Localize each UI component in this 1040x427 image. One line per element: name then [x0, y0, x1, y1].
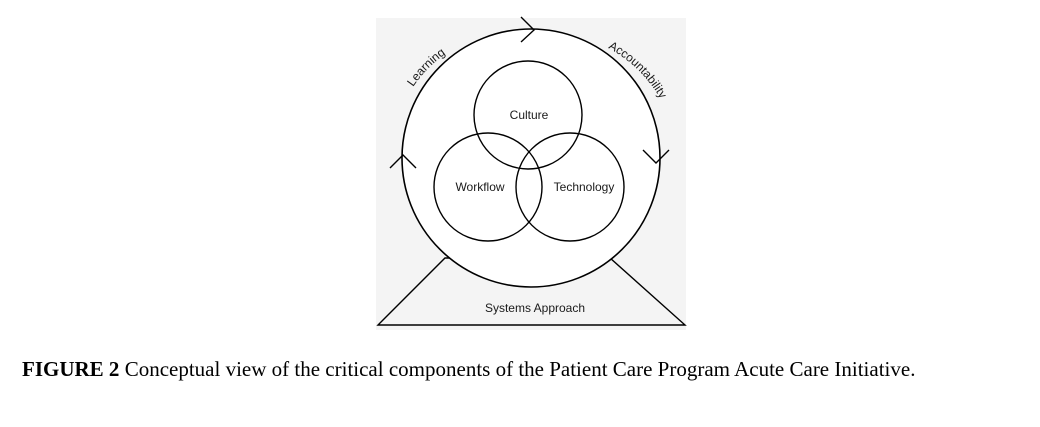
caption-text: Conceptual view of the critical componen… [124, 357, 916, 381]
left-arrowhead [389, 154, 417, 169]
workflow-label: Workflow [455, 180, 504, 194]
technology-label: Technology [554, 180, 615, 194]
figure-caption: FIGURE 2 Conceptual view of the critical… [22, 355, 1022, 383]
figure-number: FIGURE 2 [22, 357, 120, 381]
cycle-circle [401, 28, 661, 288]
systems-approach-label: Systems Approach [485, 301, 585, 315]
right-arrowhead [642, 149, 670, 164]
top-arrowhead [520, 16, 536, 43]
culture-circle [473, 60, 583, 170]
workflow-circle [433, 132, 543, 242]
conceptual-diagram: Culture Workflow Technology Systems Appr… [376, 16, 687, 326]
culture-label: Culture [510, 108, 549, 122]
technology-circle [515, 132, 625, 242]
